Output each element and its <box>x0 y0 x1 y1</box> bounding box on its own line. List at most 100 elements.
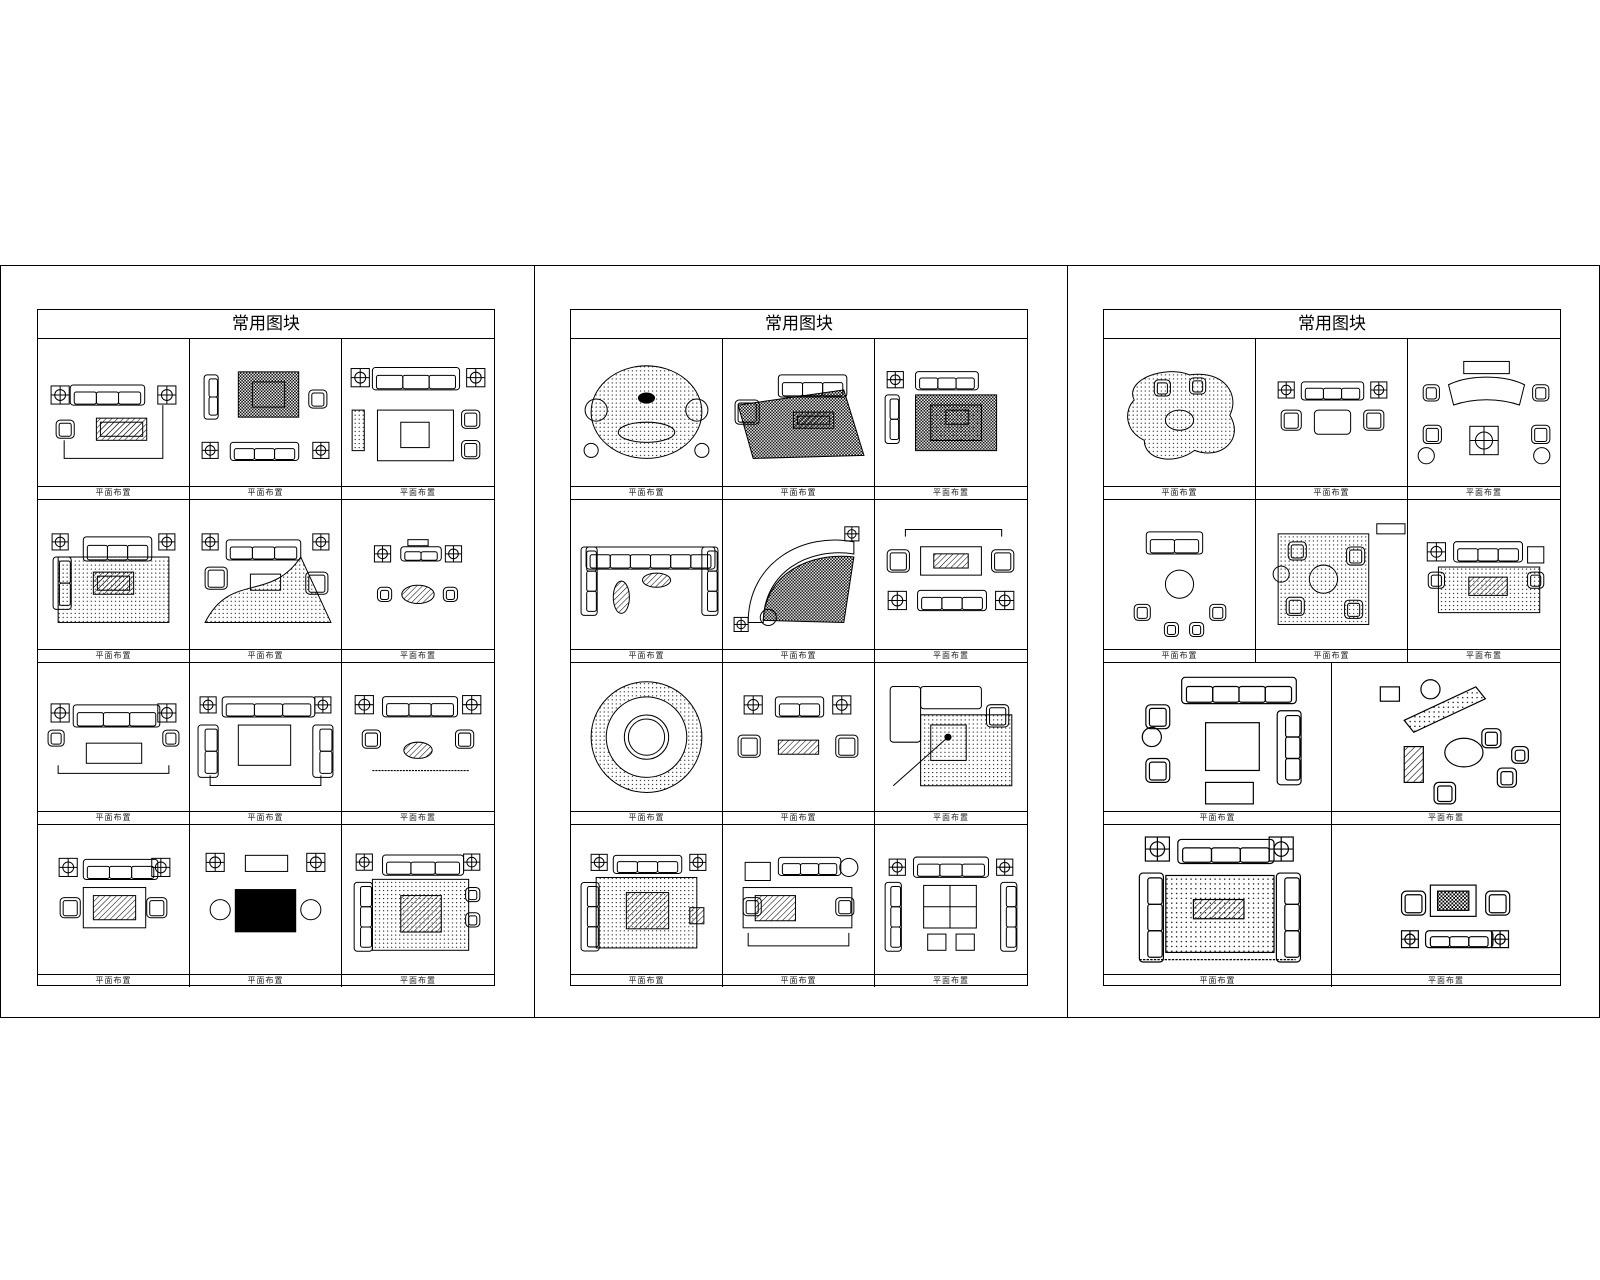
sofa-set-fringed-rug-icon <box>38 500 189 649</box>
block-cell: 平面布置 <box>723 662 875 825</box>
block-caption: 平面布置 <box>1256 486 1407 499</box>
block-caption: 平面布置 <box>342 648 494 662</box>
block-cell: 平面布置 <box>1104 338 1256 501</box>
block-caption: 平面布置 <box>190 486 341 499</box>
block-caption: 平面布置 <box>1408 486 1560 499</box>
block-grid: 平面布置平面布置平面布置平面布置平面布置平面布置平面布置平面布置平面布置平面布置… <box>571 338 1027 987</box>
block-cell: 平面布置 <box>1256 338 1408 501</box>
block-cell: 平面布置 <box>1104 824 1332 987</box>
block-caption: 平面布置 <box>571 810 722 824</box>
block-caption: 平面布置 <box>1256 648 1407 662</box>
block-cell: 平面布置 <box>875 500 1027 663</box>
block-grid: 平面布置平面布置平面布置平面布置平面布置平面布置平面布置平面布置平面布置平面布置… <box>38 338 494 987</box>
sofa-set-compact-icon <box>1256 338 1407 487</box>
sofa-set-patterned-rug-icon <box>190 500 341 649</box>
sofa-set-striped-rug-icon <box>723 825 874 975</box>
block-cell: 平面布置 <box>1408 500 1560 663</box>
chairs-round-table-rug-icon <box>1256 500 1407 649</box>
block-caption: 平面布置 <box>875 486 1027 499</box>
block-caption: 平面布置 <box>571 486 722 499</box>
block-cell: 平面布置 <box>875 663 1027 825</box>
sofa-set-cushions-icon <box>38 663 189 812</box>
block-caption: 平面布置 <box>875 974 1027 987</box>
block-cell: 平面布置 <box>723 338 875 501</box>
block-cell: 平面布置 <box>571 824 723 987</box>
sofa-set-quad-table-icon <box>875 825 1027 975</box>
block-caption: 平面布置 <box>723 648 874 662</box>
sofa-set-wide-rug-icon <box>1408 500 1560 649</box>
block-cell: 平面布置 <box>1332 663 1560 825</box>
l-sofa-rug-icon <box>875 663 1027 812</box>
sofa-set-armchairs-icon <box>723 663 874 812</box>
block-caption: 平面布置 <box>723 974 874 987</box>
block-caption: 平面布置 <box>190 974 341 987</box>
sheet-title: 常用图块 <box>571 310 1027 339</box>
block-cell: 平面布置 <box>1104 500 1256 663</box>
sofa-set-rug-medallion-icon <box>190 338 341 487</box>
lounge-square-table-icon <box>1104 663 1331 812</box>
circular-sofa-icon <box>571 663 722 812</box>
block-cell: 平面布置 <box>342 663 494 825</box>
block-caption: 平面布置 <box>342 974 494 987</box>
sofa-set-tv-icon <box>875 500 1027 649</box>
block-cell: 平面布置 <box>190 824 342 987</box>
block-cell: 平面布置 <box>723 824 875 987</box>
sofa-set-oval-table-icon <box>342 500 494 649</box>
block-caption: 平面布置 <box>38 486 189 499</box>
block-sheet-1: 常用图块 平面布置平面布置平面布置平面布置平面布置平面布置平面布置平面布置平面布… <box>37 309 495 987</box>
sheet-title: 常用图块 <box>38 310 494 339</box>
block-cell: 平面布置 <box>38 500 190 663</box>
block-caption: 平面布置 <box>571 648 722 662</box>
sofa-set-small-rug-icon <box>1332 825 1560 975</box>
block-cell: 平面布置 <box>571 500 723 663</box>
block-cell: 平面布置 <box>571 338 723 501</box>
sofa-set-hatched-rug-icon <box>38 825 189 975</box>
block-caption: 平面布置 <box>1104 648 1255 662</box>
block-caption: 平面布置 <box>875 810 1027 824</box>
block-cell: 平面布置 <box>875 825 1027 987</box>
block-caption: 平面布置 <box>38 974 189 987</box>
block-cell: 平面布置 <box>342 338 494 501</box>
block-cell: 平面布置 <box>38 338 190 501</box>
block-caption: 平面布置 <box>1332 974 1560 987</box>
block-caption: 平面布置 <box>875 648 1027 662</box>
sofa-set-oval-rug-icon <box>342 663 494 812</box>
block-cell: 平面布置 <box>571 662 723 825</box>
curved-sofa-icon <box>723 500 874 649</box>
sofa-angled-rug-icon <box>723 338 874 487</box>
block-caption: 平面布置 <box>723 810 874 824</box>
block-caption: 平面布置 <box>1408 648 1560 662</box>
block-cell: 平面布置 <box>190 338 342 501</box>
u-sofa-oval-table-icon <box>571 500 722 649</box>
block-cell: 平面布置 <box>342 825 494 987</box>
sofa-set-square-center-icon <box>190 663 341 812</box>
sofa-set-large-rug-icon <box>1104 825 1331 975</box>
block-caption: 平面布置 <box>190 810 341 824</box>
sheet-title: 常用图块 <box>1104 310 1560 339</box>
block-caption: 平面布置 <box>1332 810 1560 824</box>
block-caption: 平面布置 <box>342 486 494 499</box>
block-cell: 平面布置 <box>723 500 875 663</box>
block-cell: 平面布置 <box>38 662 190 825</box>
sofa-round-table-icon <box>1104 500 1255 649</box>
sofa-set-dark-rug-icon <box>190 825 341 975</box>
block-caption: 平面布置 <box>1104 486 1255 499</box>
round-sofa-rug-icon <box>571 338 722 487</box>
block-sheet-3: 常用图块 平面布置平面布置平面布置平面布置平面布置平面布置平面布置平面布置平面布… <box>1103 309 1561 987</box>
sofa-set-dotted-rug-icon <box>571 825 722 975</box>
block-cell: 平面布置 <box>190 662 342 825</box>
block-cell: 平面布置 <box>875 338 1027 501</box>
block-caption: 平面布置 <box>1104 810 1331 824</box>
block-caption: 平面布置 <box>342 810 494 824</box>
block-cell: 平面布置 <box>1256 500 1408 663</box>
block-caption: 平面布置 <box>723 486 874 499</box>
block-cell: 平面布置 <box>38 824 190 987</box>
block-caption: 平面布置 <box>38 648 189 662</box>
block-caption: 平面布置 <box>571 974 722 987</box>
sofa-set-rect-table-icon <box>38 338 189 487</box>
block-caption: 平面布置 <box>38 810 189 824</box>
freeform-sofa-icon <box>1104 338 1255 487</box>
block-caption: 平面布置 <box>190 648 341 662</box>
angled-lounge-icon <box>1332 663 1560 812</box>
block-grid: 平面布置平面布置平面布置平面布置平面布置平面布置平面布置平面布置平面布置平面布置 <box>1104 338 1560 987</box>
